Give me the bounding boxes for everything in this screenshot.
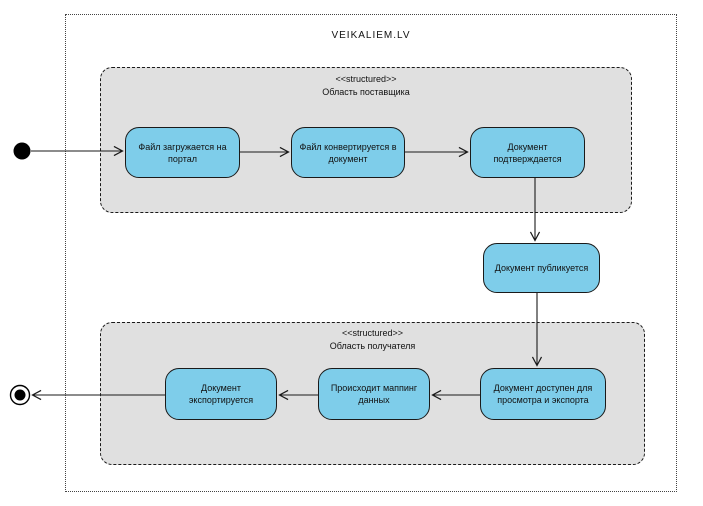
activity-node-data-mapping[interactable]: Происходит маппинг данных: [318, 368, 430, 420]
diagram-title: VEIKALIEM.LV: [331, 30, 411, 41]
region-supplier-name: Область поставщика: [322, 87, 410, 97]
region-receiver-name: Область получателя: [329, 341, 416, 351]
activity-node-publish-document[interactable]: Документ публикуется: [483, 243, 600, 293]
activity-node-confirm-document[interactable]: Документ подтверждается: [470, 127, 585, 178]
activity-node-export-document[interactable]: Документ экспортируется: [165, 368, 277, 420]
region-supplier-label: <<structured>> Область поставщика: [101, 73, 631, 99]
region-receiver-stereotype: <<structured>>: [341, 328, 404, 338]
activity-node-upload-file[interactable]: Файл загружается на портал: [125, 127, 240, 178]
activity-node-document-available[interactable]: Документ доступен для просмотра и экспор…: [480, 368, 606, 420]
activity-final-node[interactable]: [9, 384, 31, 406]
initial-node[interactable]: [13, 142, 31, 160]
activity-node-convert-file[interactable]: Файл конвертируется в документ: [291, 127, 405, 178]
region-receiver-label: <<structured>> Область получателя: [101, 327, 644, 353]
region-supplier-stereotype: <<structured>>: [335, 74, 397, 84]
